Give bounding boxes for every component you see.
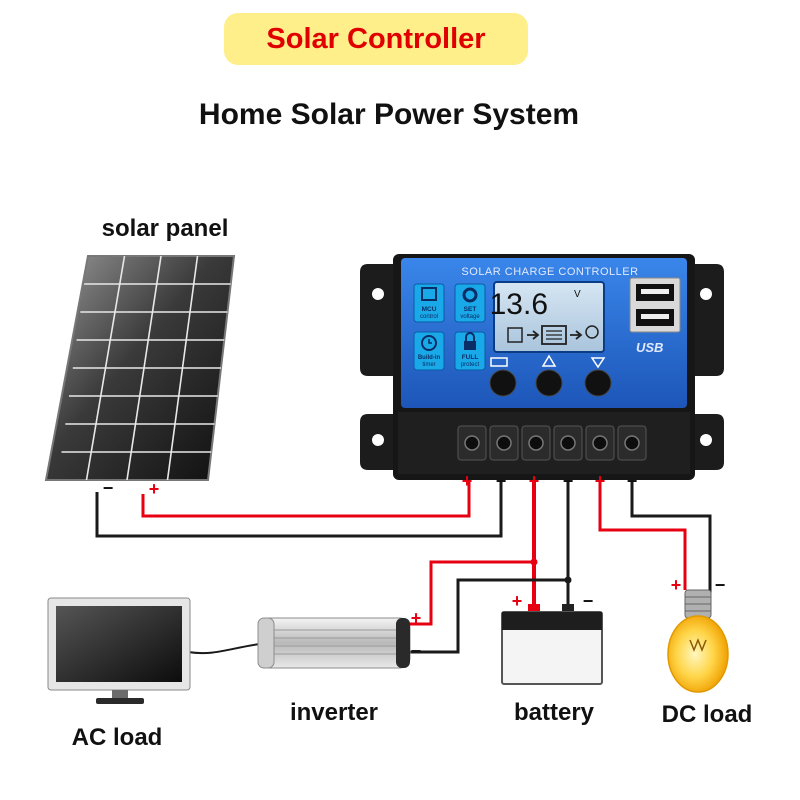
feature-timer-label: Build-in [418,355,441,361]
dc-load-bulb [667,589,729,693]
ac-load-monitor [47,597,191,704]
usb-label: USB [636,340,663,355]
feature-set-sublabel: voltage [460,314,480,320]
terminal-solar-positive [464,435,480,451]
lcd-voltage: 13.6 [490,288,548,321]
page-title: Home Solar Power System [198,98,580,131]
controller-button-up [535,369,563,397]
wire-inverter-negative [406,578,568,654]
label-battery: battery [514,699,595,726]
solar-panel [44,255,236,481]
junction-negative [564,576,572,584]
inverter-device [257,617,411,669]
bulb-plus-mark: + [671,575,682,595]
title-badge: Solar Controller [224,13,528,65]
wire-ac-cable [187,643,261,655]
panel-plus-mark: + [149,479,160,499]
wire-panel-positive [141,478,471,518]
battery-minus-mark: − [583,591,594,611]
controller-title: SOLAR CHARGE CONTROLLER [461,266,638,278]
terminal-plus-mark-1: + [462,471,473,491]
indicator-down-icon [590,357,606,369]
battery-plus-mark: + [512,591,523,611]
title-badge-text: Solar Controller [266,22,486,55]
wire-inverter-positive [406,560,534,626]
feature-timer-sublabel: timer [422,362,435,368]
feature-set-icon [454,283,486,323]
wire-load-negative [630,478,712,594]
wiring [95,478,712,655]
terminal-battery-negative [560,435,576,451]
terminal-solar-negative [496,435,512,451]
lcd-unit: V [574,289,581,300]
controller-button-down [584,369,612,397]
junction-positive [530,558,538,566]
feature-mcu-label: MCU [422,306,437,313]
label-solar-panel: solar panel [102,215,229,242]
inverter-plus-mark: + [411,608,422,628]
bulb-minus-mark: − [715,575,726,595]
feature-protect-sublabel: protect [461,362,480,368]
feature-set-label: SET [464,306,477,313]
label-ac-load: AC load [72,724,163,751]
panel-minus-mark: − [103,478,114,498]
label-inverter: inverter [290,699,378,726]
wire-load-positive [598,478,687,590]
charge-controller [360,254,724,480]
terminal-minus-mark-2: − [563,471,574,491]
inverter-minus-mark: − [411,641,422,661]
polarity-marks: − + + − + − + − + − + − + − [103,471,726,661]
terminal-plus-mark-2: + [529,471,540,491]
terminal-minus-mark-1: − [496,471,507,491]
battery-device [501,604,603,685]
label-dc-load: DC load [662,701,753,728]
terminal-plus-mark-3: + [595,471,606,491]
terminal-load-positive [592,435,608,451]
feature-mcu-sublabel: control [420,314,438,320]
controller-button-menu [489,369,517,397]
indicator-up-icon [541,354,557,367]
terminal-battery-positive [528,435,544,451]
component-labels: solar panel AC load inverter battery DC … [72,215,753,751]
terminal-load-negative [624,435,640,451]
terminal-minus-mark-3: − [627,471,638,491]
indicator-panel-icon [490,357,508,367]
wire-panel-negative [95,478,503,538]
feature-protect-label: FULL [462,354,479,361]
